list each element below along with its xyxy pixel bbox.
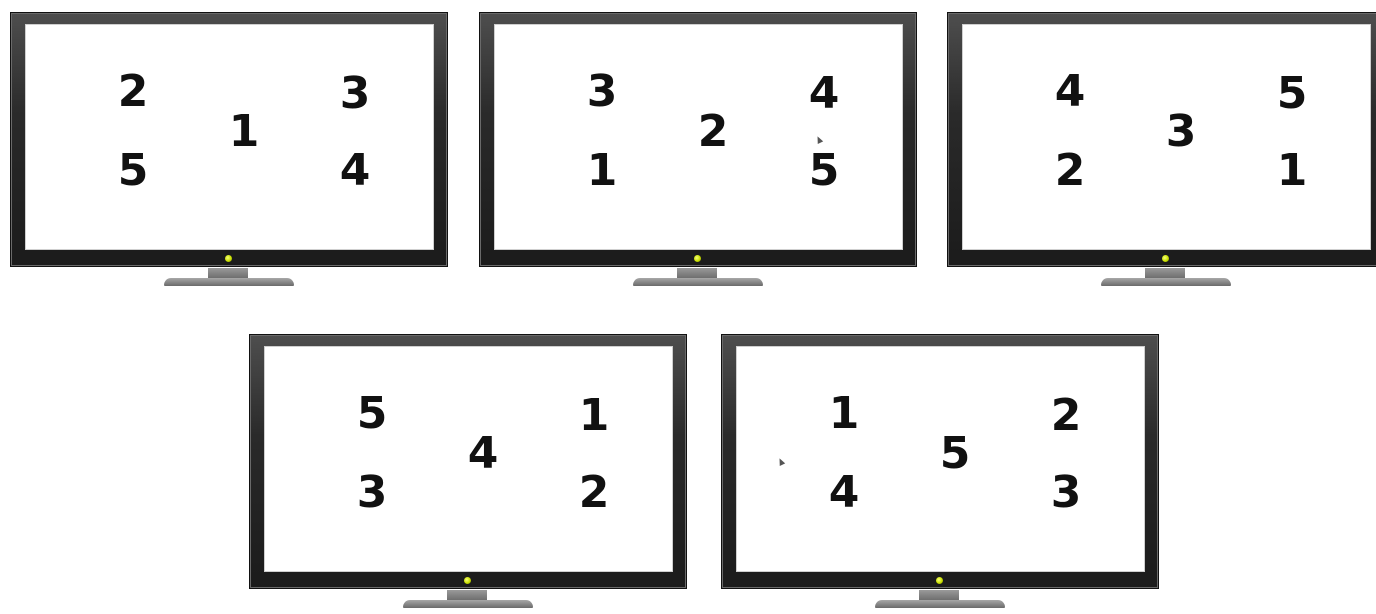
number-bottom-left: 3 (352, 471, 392, 515)
mouse-pointer-icon (777, 457, 785, 466)
power-led-icon (936, 577, 943, 584)
monitor-5: 1 2 5 4 3 (721, 334, 1159, 614)
monitor-screen: 1 2 5 4 3 (736, 346, 1145, 572)
monitor-bezel: 1 2 5 4 3 (721, 334, 1159, 589)
number-bottom-left: 1 (582, 149, 622, 193)
monitor-screen: 5 1 4 3 2 (264, 346, 673, 572)
monitor-1: 2 3 1 5 4 (10, 12, 448, 292)
monitor-bezel: 3 4 2 1 5 (479, 12, 917, 267)
number-top-right: 5 (1272, 72, 1312, 116)
monitor-stand (1101, 278, 1231, 286)
monitor-stand (633, 278, 763, 286)
monitor-neck (447, 590, 487, 600)
number-top-left: 5 (352, 392, 392, 436)
monitor-screen: 4 5 3 2 1 (962, 24, 1371, 250)
monitor-screen: 3 4 2 1 5 (494, 24, 903, 250)
number-top-left: 2 (113, 70, 153, 114)
number-top-left: 4 (1050, 70, 1090, 114)
number-top-right: 1 (574, 394, 614, 438)
monitor-neck (677, 268, 717, 278)
number-bottom-left: 5 (113, 149, 153, 193)
number-top-right: 2 (1046, 394, 1086, 438)
power-led-icon (694, 255, 701, 262)
number-top-left: 3 (582, 70, 622, 114)
monitor-stand (164, 278, 294, 286)
monitor-stand (875, 600, 1005, 608)
number-bottom-left: 4 (824, 471, 864, 515)
power-led-icon (464, 577, 471, 584)
monitor-bezel: 4 5 3 2 1 (947, 12, 1376, 267)
monitor-4: 5 1 4 3 2 (249, 334, 687, 614)
number-center: 5 (935, 432, 975, 476)
mouse-pointer-icon (815, 135, 823, 144)
number-bottom-right: 4 (335, 149, 375, 193)
monitor-3: 4 5 3 2 1 (947, 12, 1376, 292)
number-bottom-left: 2 (1050, 149, 1090, 193)
monitor-neck (919, 590, 959, 600)
number-center: 4 (463, 432, 503, 476)
power-led-icon (225, 255, 232, 262)
number-center: 3 (1161, 110, 1201, 154)
monitor-stand (403, 600, 533, 608)
number-top-right: 4 (804, 72, 844, 116)
monitor-2: 3 4 2 1 5 (479, 12, 917, 292)
number-center: 2 (693, 110, 733, 154)
monitor-neck (1145, 268, 1185, 278)
number-top-right: 3 (335, 72, 375, 116)
number-bottom-right: 2 (574, 471, 614, 515)
monitor-screen: 2 3 1 5 4 (25, 24, 434, 250)
power-led-icon (1162, 255, 1169, 262)
monitor-bezel: 5 1 4 3 2 (249, 334, 687, 589)
monitor-neck (208, 268, 248, 278)
number-bottom-right: 5 (804, 149, 844, 193)
number-bottom-right: 1 (1272, 149, 1312, 193)
number-center: 1 (224, 110, 264, 154)
number-bottom-right: 3 (1046, 471, 1086, 515)
number-top-left: 1 (824, 392, 864, 436)
monitor-bezel: 2 3 1 5 4 (10, 12, 448, 267)
